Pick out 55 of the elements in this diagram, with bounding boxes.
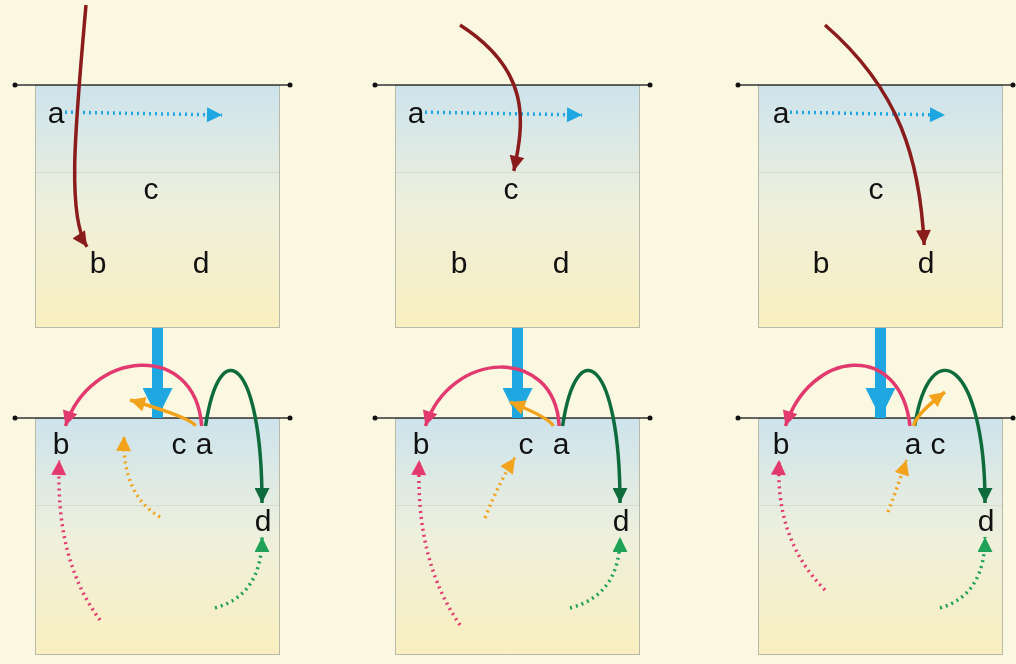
dotted-arrow	[483, 456, 517, 519]
curved-arrow	[783, 363, 912, 427]
dotted-arrow	[939, 536, 992, 610]
letter-label: a	[407, 96, 425, 130]
curved-arrow	[129, 397, 197, 428]
dotted-arrow	[51, 459, 102, 621]
letter-label: a	[552, 427, 570, 461]
letter-label: c	[143, 172, 159, 206]
letter-label: b	[772, 427, 790, 461]
letter-label: b	[412, 427, 430, 461]
letter-label: b	[812, 246, 830, 280]
letter-label: b	[89, 246, 107, 280]
letter-label: a	[195, 427, 213, 461]
letter-label: c	[868, 172, 884, 206]
curved-arrow	[823, 23, 931, 246]
panel-box	[395, 85, 640, 328]
dotted-arrow	[569, 536, 627, 610]
panel-box	[395, 418, 640, 655]
letter-label: d	[192, 246, 210, 280]
letter-label: d	[977, 504, 995, 538]
dotted-arrow	[771, 459, 827, 592]
letter-label: b	[52, 427, 70, 461]
dotted-arrow	[424, 107, 583, 123]
curved-arrow	[913, 369, 992, 504]
letter-label: d	[254, 504, 272, 538]
curved-arrow	[560, 369, 628, 504]
dotted-arrow	[214, 536, 269, 610]
letter-label: a	[772, 96, 790, 130]
letter-label: c	[518, 427, 534, 461]
dotted-arrow	[886, 459, 909, 513]
curved-arrow	[72, 4, 89, 248]
letter-label: a	[47, 96, 65, 130]
letter-label: c	[171, 427, 187, 461]
letter-label: c	[503, 172, 519, 206]
letter-label: b	[450, 246, 468, 280]
letter-label: a	[904, 427, 922, 461]
letter-label: d	[917, 246, 935, 280]
dotted-arrow	[64, 107, 223, 123]
letter-label: d	[612, 504, 630, 538]
panel-box	[35, 418, 280, 655]
curved-arrow	[203, 369, 270, 504]
letter-label: c	[930, 427, 946, 461]
dotted-arrow	[411, 459, 462, 626]
panel-box	[35, 85, 280, 328]
curved-arrow	[912, 390, 947, 427]
curved-arrow	[63, 363, 204, 427]
panel-box	[758, 85, 1003, 328]
dotted-arrow	[789, 107, 946, 123]
thick-arrow	[865, 328, 896, 418]
panel-box	[758, 418, 1003, 655]
curved-arrow	[459, 23, 525, 172]
curved-arrow	[423, 365, 561, 427]
curved-arrow	[509, 400, 555, 427]
thick-arrow	[502, 328, 533, 418]
letter-label: d	[552, 246, 570, 280]
